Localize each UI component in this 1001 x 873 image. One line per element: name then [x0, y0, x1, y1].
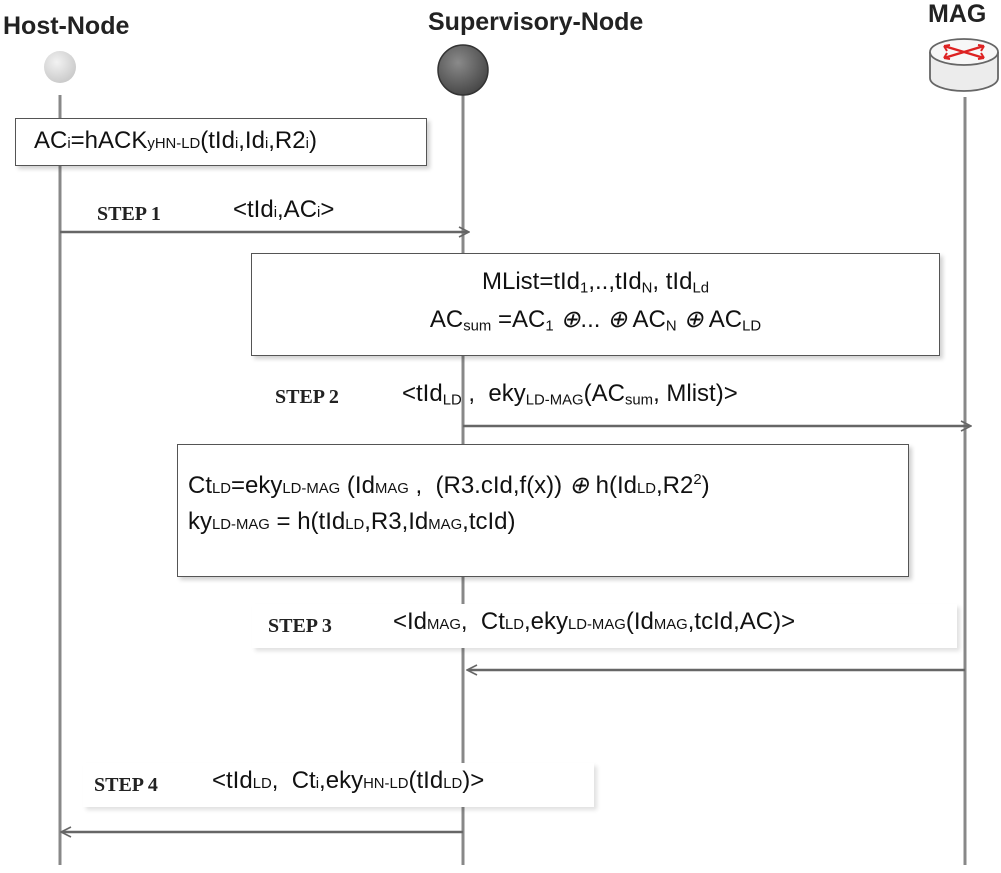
step3-label: STEP 3	[268, 615, 332, 637]
host-ac-formula: ACi=hACKyHN-LD(tIdi,Idi,R2i)	[34, 127, 317, 154]
mlist-line: MList=tId1,..,tIdN, tIdLd	[481, 268, 709, 297]
step1-message: <tIdi,ACi>	[233, 196, 335, 223]
mlist-box: MList=tId1,..,tIdN, tIdLd ACsum =AC1 ⊕..…	[251, 253, 940, 356]
step4-label: STEP 4	[94, 774, 158, 796]
supervisory-node-title: Supervisory-Node	[428, 8, 644, 36]
step3-label-background	[252, 604, 957, 648]
mag-title: MAG	[928, 0, 987, 28]
acsum-line: ACsum =AC1 ⊕... ⊕ ACN ⊕ ACLD	[429, 305, 762, 335]
supervisory-node-icon	[437, 44, 489, 96]
host-node-title: Host-Node	[3, 12, 130, 40]
step4-message: <tIdLD, Cti,ekyHN-LD(tIdLD)>	[212, 767, 485, 794]
step3-message: <IdMAG, CtLD,ekyLD-MAG(IdMAG,tcId,AC)>	[393, 608, 796, 635]
step2-label: STEP 2	[275, 386, 339, 408]
ky-line: kyLD-MAG = h(tIdLD,R3,IdMAG,tcId)	[188, 508, 516, 535]
step2-message: <tIdLD , ekyLD-MAG(ACsum, Mlist)>	[402, 380, 738, 409]
host-ac-box: ACi=hACKyHN-LD(tIdi,Idi,R2i)	[15, 118, 427, 166]
host-node-icon	[44, 51, 76, 83]
ct-box: CtLD=ekyLD-MAG (IdMAG , (R3.cId,f(x)) ⊕ …	[177, 444, 909, 577]
step4-label-background	[83, 763, 594, 807]
router-icon	[929, 38, 999, 92]
step1-label: STEP 1	[97, 203, 161, 225]
ct-line: CtLD=ekyLD-MAG (IdMAG , (R3.cId,f(x)) ⊕ …	[188, 472, 710, 499]
